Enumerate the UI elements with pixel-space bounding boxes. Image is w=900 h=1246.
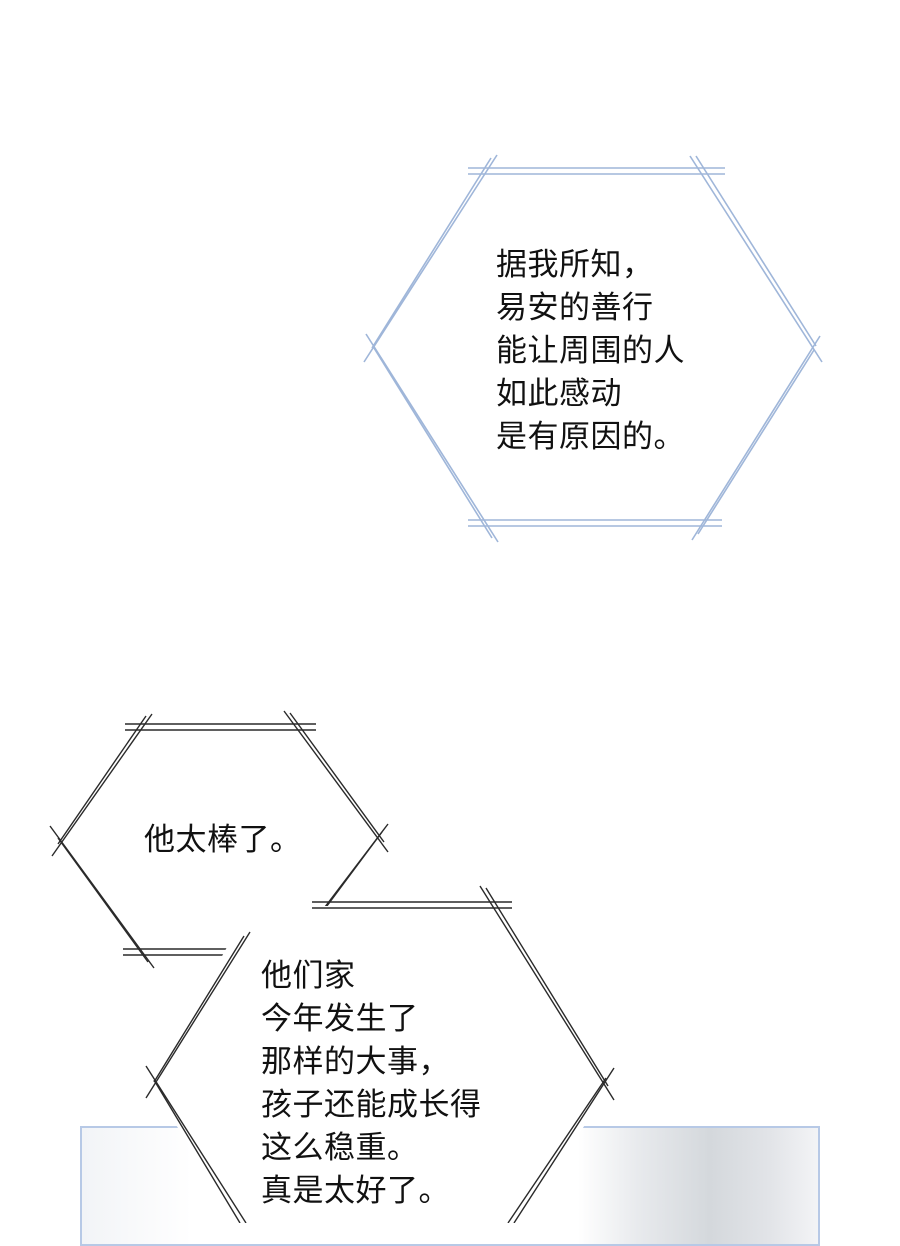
text-line: 那样的大事， — [261, 1044, 450, 1080]
text-line: 今年发生了 — [261, 1001, 419, 1037]
text-line: 他太棒了。 — [144, 822, 302, 858]
text-line: 真是太好了。 — [261, 1173, 450, 1209]
text-line: 如此感动 — [496, 376, 622, 412]
dialogue-bubble-2 — [145, 885, 615, 1223]
text-line: 能让周围的人 — [496, 333, 685, 369]
dialogue-text-2: 他们家 今年发生了 那样的大事， 孩子还能成长得 这么稳重。 真是太好了。 — [261, 955, 482, 1213]
narration-bubble-1 — [363, 154, 823, 543]
narration-text-1: 据我所知， 易安的善行 能让周围的人 如此感动 是有原因的。 — [496, 244, 685, 459]
text-line: 他们家 — [261, 958, 356, 994]
text-line: 这么稳重。 — [261, 1130, 419, 1166]
text-line: 孩子还能成长得 — [261, 1087, 482, 1123]
dialogue-text-1: 他太棒了。 — [144, 819, 302, 862]
text-line: 易安的善行 — [496, 290, 654, 326]
dialogue-bubble-1 — [49, 710, 389, 969]
text-line: 据我所知， — [496, 247, 654, 283]
text-line: 是有原因的。 — [496, 419, 685, 455]
